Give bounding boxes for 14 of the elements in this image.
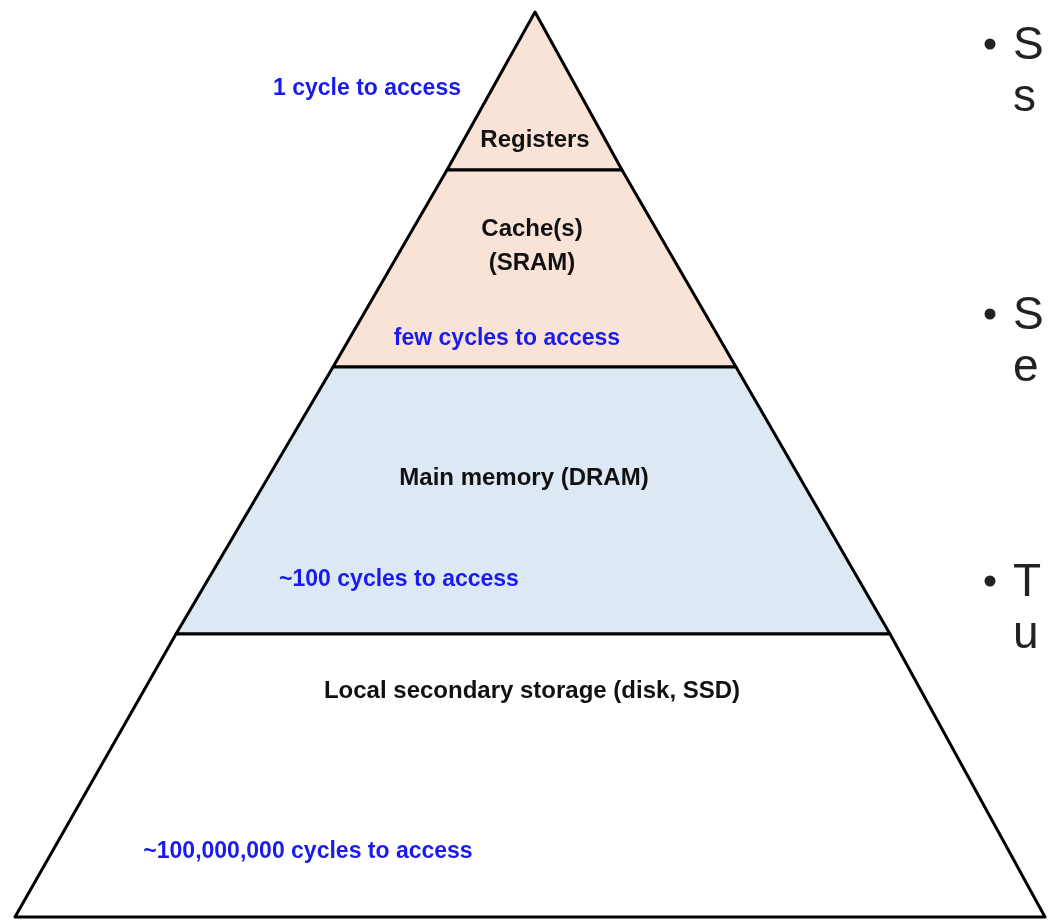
bullet-text: u [1013, 609, 1039, 655]
access-time-label: few cycles to access [393, 322, 621, 352]
access-time-label: ~100 cycles to access [279, 563, 519, 593]
access-time-label: 1 cycle to access [273, 72, 461, 102]
bullet-text: T [1013, 557, 1042, 603]
bullet-text: S [1013, 290, 1044, 336]
bullet-text: e [1013, 342, 1039, 388]
bullet-text: s [1013, 72, 1036, 118]
layer-label: Cache(s) (SRAM) [480, 213, 584, 277]
bullet-text: S [1013, 20, 1044, 66]
access-time-label: ~100,000,000 cycles to access [143, 835, 473, 865]
layer-label: Main memory (DRAM) [398, 462, 650, 493]
layer-label: Registers [480, 124, 590, 155]
layer-label: Local secondary storage (disk, SSD) [323, 675, 741, 706]
